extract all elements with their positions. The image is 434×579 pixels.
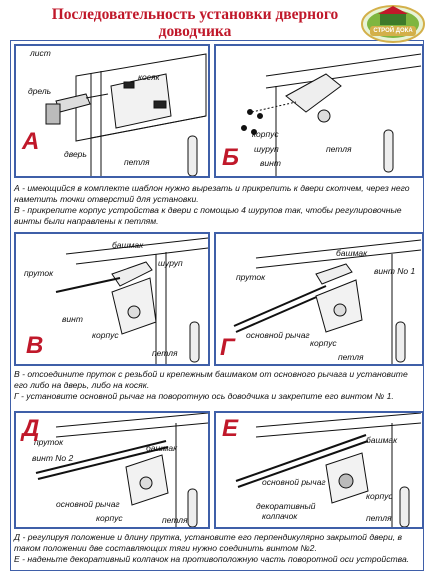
logo-icon bbox=[361, 5, 425, 43]
label-korpus: корпус bbox=[252, 129, 279, 139]
caption-ab: А - имеющийся в комплекте шаблон нужно в… bbox=[14, 183, 422, 227]
panel-e-letter: Е bbox=[222, 415, 239, 442]
panel-b-drawing bbox=[241, 53, 422, 176]
label-vint-1: винт No 1 bbox=[374, 266, 416, 276]
caption-g: Г - установите основной рычаг на поворот… bbox=[14, 391, 394, 401]
label-prutok: пруток bbox=[34, 437, 64, 447]
label-kosyak: косяк bbox=[138, 72, 160, 82]
label-osnovnoy-rychag: основной рычаг bbox=[246, 330, 310, 340]
label-korpus: корпус bbox=[310, 338, 337, 348]
label-petlya: петля bbox=[152, 348, 178, 358]
label-vint: винт bbox=[260, 158, 281, 168]
label-vint-2: винт No 2 bbox=[32, 453, 74, 463]
caption-b: В - прикрепите корпус устройства к двери… bbox=[14, 205, 402, 226]
panel-g-drawing bbox=[233, 239, 422, 364]
panel-d-drawing bbox=[35, 413, 208, 527]
panel-d-letter: Д bbox=[22, 415, 40, 442]
panel-b-letter: Б bbox=[222, 144, 239, 171]
panel-g: башмак винт No 1 пруток основной рычаг к… bbox=[214, 232, 424, 366]
caption-a: А - имеющийся в комплекте шаблон нужно в… bbox=[14, 183, 410, 204]
logo: СТРОЙ ДОКА bbox=[360, 4, 426, 44]
label-korpus: корпус bbox=[92, 330, 119, 340]
label-bashmak: башмак bbox=[366, 435, 398, 445]
panel-a-letter: А bbox=[22, 128, 40, 155]
label-list: лист bbox=[30, 48, 51, 58]
label-kolpachok: колпачок bbox=[262, 511, 298, 521]
panel-v: башмак шуруп пруток винт корпус петля В bbox=[14, 232, 210, 366]
caption-d: Д - регулируя положение и длину прутка, … bbox=[14, 532, 402, 553]
label-shurup: шуруп bbox=[254, 144, 279, 154]
label-prutok: пруток bbox=[24, 268, 54, 278]
label-prutok: пруток bbox=[236, 272, 266, 282]
panel-b: корпус шуруп винт петля Б bbox=[214, 44, 424, 178]
caption-v: В - отсоедините пруток с резьбой и крепе… bbox=[14, 369, 408, 390]
label-drel: дрель bbox=[28, 86, 52, 96]
logo-text: СТРОЙ ДОКА bbox=[373, 28, 413, 34]
label-petlya: петля bbox=[366, 513, 392, 523]
caption-e: Е - наденьте декоративный колпачок на пр… bbox=[14, 554, 410, 564]
title-line-1: Последовательность установки дверного bbox=[51, 6, 339, 23]
title-line-2: доводчика bbox=[158, 23, 232, 40]
panel-v-letter: В bbox=[26, 332, 44, 359]
caption-vg: В - отсоедините пруток с резьбой и крепе… bbox=[14, 369, 422, 402]
label-bashmak: башмак bbox=[146, 443, 178, 453]
label-bashmak: башмак bbox=[112, 240, 144, 250]
panel-a: лист дрель косяк дверь петля А bbox=[14, 44, 210, 178]
panel-a-drawing bbox=[45, 53, 207, 176]
panel-g-letter: Г bbox=[220, 334, 235, 361]
page-title: Последовательность установки дверного до… bbox=[40, 6, 350, 40]
label-dver: дверь bbox=[64, 149, 87, 159]
label-korpus: корпус bbox=[96, 513, 123, 523]
label-petlya: петля bbox=[338, 352, 364, 362]
label-vint: винт bbox=[62, 314, 83, 324]
caption-de: Д - регулируя положение и длину прутка, … bbox=[14, 532, 422, 565]
panel-v-drawing bbox=[55, 237, 208, 364]
label-osnovnoy-rychag: основной рычаг bbox=[262, 477, 326, 487]
label-korpus: корпус bbox=[366, 491, 393, 501]
label-petlya: петля bbox=[124, 157, 150, 167]
label-shurup: шуруп bbox=[158, 258, 183, 268]
label-bashmak: башмак bbox=[336, 248, 368, 258]
label-petlya: петля bbox=[162, 515, 188, 525]
panel-e-drawing bbox=[235, 413, 422, 527]
label-petlya: петля bbox=[326, 144, 352, 154]
label-osnovnoy-rychag: основной рычаг bbox=[56, 499, 120, 509]
label-dekorativnyy: декоративный bbox=[256, 501, 316, 511]
panel-d: пруток винт No 2 башмак основной рычаг к… bbox=[14, 411, 210, 529]
panel-e: основной рычаг башмак корпус декоративны… bbox=[214, 411, 424, 529]
